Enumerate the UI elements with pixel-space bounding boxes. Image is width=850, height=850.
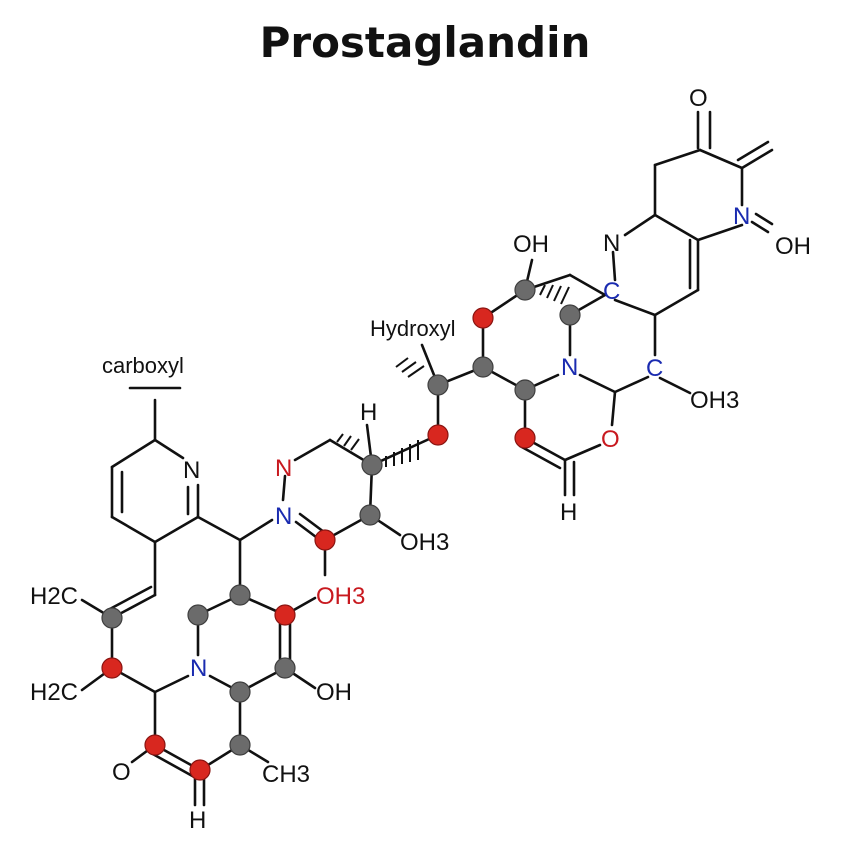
methoxy-label: OH3 (690, 387, 739, 414)
oxygen-atom (101, 657, 123, 679)
bond (563, 443, 602, 462)
carbon-atom (229, 734, 251, 756)
carbon-atom (514, 279, 536, 301)
oxygen-atom (144, 734, 166, 756)
bond (281, 474, 287, 502)
ring-nitrogen-label: N (561, 354, 578, 381)
ring-nitrogen-label: N (603, 230, 620, 257)
bond (611, 250, 617, 282)
carboxyl-annotation: carboxyl (102, 353, 184, 378)
page-title: Prostaglandin (259, 18, 591, 67)
bond (568, 273, 607, 297)
bond (740, 148, 774, 170)
bond (518, 444, 562, 470)
pyrazine-nitrogen-label: N (275, 455, 292, 482)
bond (658, 376, 692, 395)
oxygen-atom (514, 427, 536, 449)
bond (623, 213, 657, 237)
bond (298, 512, 326, 534)
carbon-atom (472, 356, 494, 378)
oxygen-label: O (112, 759, 131, 786)
oxygen-atom (314, 529, 336, 551)
bond (238, 518, 274, 542)
ring-nitrogen-label: N (190, 655, 207, 682)
carbon-label: C (646, 355, 663, 382)
carbon-atom (559, 304, 581, 326)
carbon-atom (101, 607, 123, 629)
bond (653, 148, 702, 167)
hydroxyl-label: OH (513, 231, 549, 258)
bond (106, 585, 153, 612)
bond (149, 751, 198, 780)
carbon-atom (514, 379, 536, 401)
carbon-atom (187, 604, 209, 626)
hydroxyl-label: OH (316, 679, 352, 706)
bond (698, 148, 744, 170)
bond (293, 438, 332, 462)
oxygen-atom (189, 759, 211, 781)
bond (110, 438, 157, 469)
hydroxyl-annotation: Hydroxyl (370, 316, 456, 341)
bond (653, 213, 700, 242)
methoxy-label: OH3 (316, 583, 365, 610)
n-oxide-label: N (733, 203, 750, 230)
oxygen-atom (472, 307, 494, 329)
oxygen-label: O (689, 85, 708, 112)
bond (613, 375, 650, 394)
methylene-label: H2C (30, 679, 78, 706)
bond (696, 223, 744, 242)
bond (754, 212, 774, 226)
bond (196, 515, 242, 542)
oxygen-atom (427, 424, 449, 446)
carbon-atom (359, 504, 381, 526)
carbon-atom (274, 657, 296, 679)
carbon-atom-layer (101, 279, 581, 756)
carbon-label: C (603, 278, 620, 305)
methyl-label: CH3 (262, 761, 310, 788)
label-layer: carboxyl Hydroxyl O N OH OH N C N C OH3 … (30, 85, 811, 834)
carbon-atom (361, 454, 383, 476)
carbon-atom (427, 374, 449, 396)
hydroxyl-label: OH (775, 233, 811, 260)
hydrogen-label: H (189, 807, 206, 834)
bond (610, 390, 617, 427)
oxygen-atom (274, 604, 296, 626)
bond (153, 438, 185, 460)
bond (653, 288, 700, 317)
lactone-oxygen-label: O (601, 426, 620, 453)
hydrogen-label: H (360, 399, 377, 426)
pyrazine-nitrogen-label: N (275, 503, 292, 530)
carbon-atom (229, 681, 251, 703)
pyridine-nitrogen-label: N (183, 457, 200, 484)
bond (370, 433, 440, 467)
bond (578, 373, 617, 394)
hashed-wedge (336, 284, 570, 468)
hydrogen-label: H (560, 499, 577, 526)
bond (153, 674, 190, 694)
bond (110, 515, 157, 544)
methylene-label: H2C (30, 583, 78, 610)
bond (750, 220, 770, 234)
bond (613, 298, 657, 317)
oxygen-atom-layer (101, 307, 536, 781)
bond (153, 515, 200, 544)
carbon-atom (229, 584, 251, 606)
bond (736, 140, 770, 162)
methoxy-label: OH3 (400, 529, 449, 556)
